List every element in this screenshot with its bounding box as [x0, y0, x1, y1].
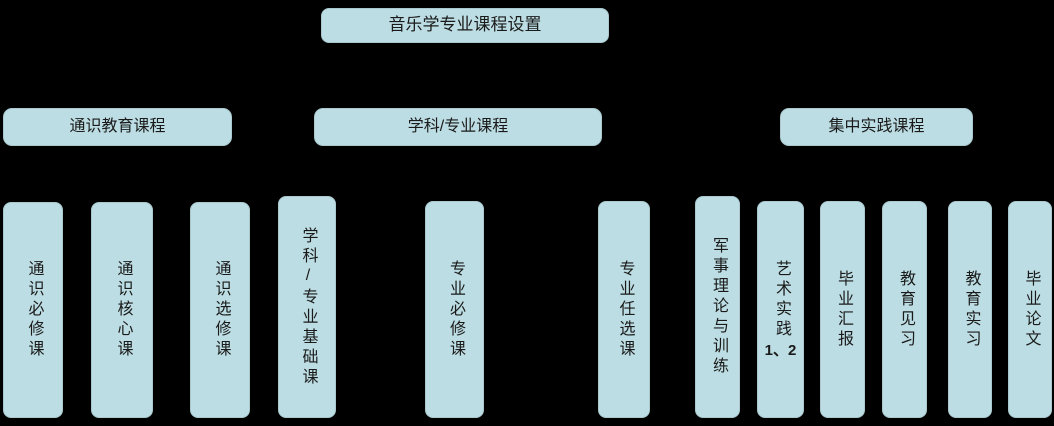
leaf-node-label-suffix: 1、2 [764, 341, 797, 359]
group-node-3: 集中实践课程 [780, 108, 973, 146]
leaf-node-label: 专业任选课 [616, 259, 634, 360]
leaf-node-3: 通识选修课 [190, 202, 250, 418]
diagram-title-label: 音乐学专业课程设置 [388, 15, 542, 35]
leaf-node-label: 教育实习 [962, 269, 980, 350]
leaf-node-label: 毕业汇报 [834, 269, 852, 350]
diagram-title-node: 音乐学专业课程设置 [321, 8, 609, 43]
group-node-label: 通识教育课程 [69, 117, 166, 135]
group-node-2: 学科/专业课程 [314, 108, 602, 146]
leaf-node-label: 学科/专业基础课 [299, 226, 317, 388]
group-node-label: 学科/专业课程 [407, 117, 509, 135]
leaf-node-label: 艺术实践 [772, 259, 790, 340]
leaf-node-11: 教育实习 [948, 201, 992, 418]
leaf-node-label: 通识选修课 [212, 260, 230, 360]
leaf-node-label: 教育见习 [896, 269, 914, 350]
leaf-node-4: 学科/专业基础课 [278, 196, 336, 418]
leaf-node-7: 军事理论与训练 [695, 196, 740, 418]
leaf-node-6: 专业任选课 [598, 201, 650, 418]
leaf-node-label: 专业必修课 [446, 259, 464, 360]
leaf-node-12: 毕业论文 [1008, 201, 1052, 418]
leaf-node-1: 通识必修课 [3, 202, 63, 418]
group-node-label: 集中实践课程 [828, 117, 925, 135]
leaf-node-label: 通识必修课 [25, 260, 43, 360]
leaf-node-9: 毕业汇报 [820, 201, 865, 418]
leaf-node-label: 毕业论文 [1022, 269, 1040, 350]
leaf-node-label: 军事理论与训练 [709, 237, 727, 377]
leaf-node-2: 通识核心课 [91, 202, 153, 418]
group-node-1: 通识教育课程 [3, 108, 232, 146]
leaf-node-label: 通识核心课 [114, 260, 132, 360]
leaf-node-5: 专业必修课 [425, 201, 484, 418]
leaf-node-10: 教育见习 [882, 201, 927, 418]
